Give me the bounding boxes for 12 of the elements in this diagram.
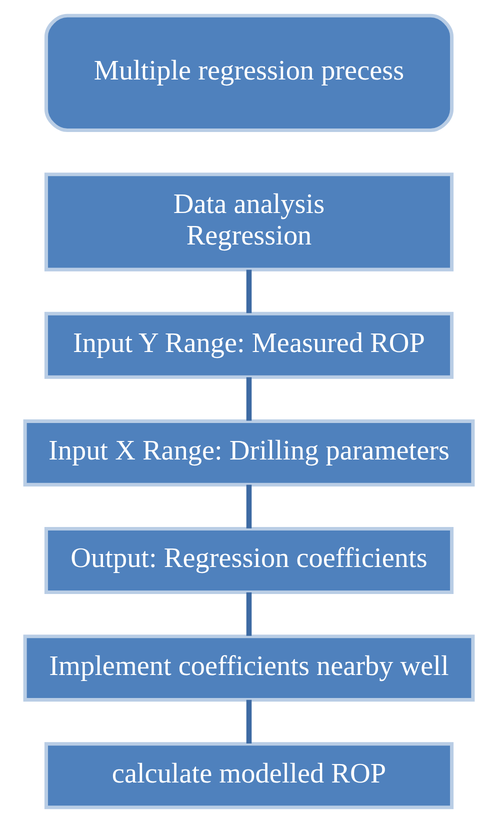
- connector: [246, 377, 252, 421]
- node-box: Multiple regression precess: [44, 14, 454, 132]
- node-box: Implement coefficients nearby well: [22, 634, 474, 702]
- connector: [246, 270, 252, 314]
- node-box: Data analysis Regression: [44, 172, 454, 272]
- node-box: Output: Regression coefficients: [44, 527, 454, 594]
- connector: [246, 592, 252, 636]
- node-box: Input Y Range: Measured ROP: [44, 312, 454, 379]
- connector: [246, 484, 252, 528]
- node-box: Input X Range: Drilling parameters: [22, 419, 474, 486]
- node-box: calculate modelled ROP: [44, 742, 454, 810]
- connector: [246, 700, 252, 744]
